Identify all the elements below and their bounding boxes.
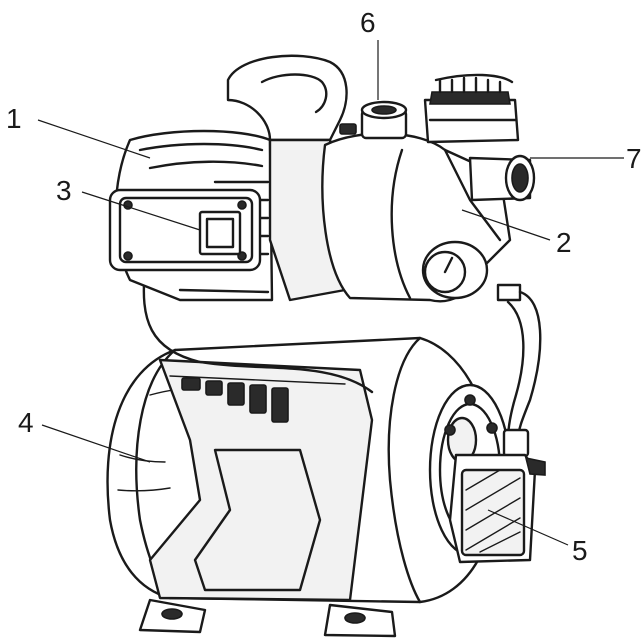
callout-5: 5 xyxy=(572,535,588,566)
front-bracket xyxy=(148,358,374,602)
callouts: 1 2 3 4 5 6 7 xyxy=(6,7,642,566)
callout-7: 7 xyxy=(626,143,642,174)
power-cable xyxy=(142,268,374,394)
pre-filter xyxy=(448,453,546,564)
filler-cap xyxy=(423,73,520,144)
base-feet xyxy=(138,598,397,638)
callout-2: 2 xyxy=(556,227,572,258)
leader-lines xyxy=(37,40,624,546)
top-outlet xyxy=(339,100,408,140)
callout-6: 6 xyxy=(360,7,376,38)
callout-4: 4 xyxy=(18,407,34,438)
hose xyxy=(496,283,542,458)
callout-3: 3 xyxy=(56,175,72,206)
power-switch xyxy=(198,210,242,256)
pressure-gauge xyxy=(421,240,489,300)
callout-1: 1 xyxy=(6,103,22,134)
side-outlet xyxy=(468,154,536,202)
control-box xyxy=(108,188,262,272)
